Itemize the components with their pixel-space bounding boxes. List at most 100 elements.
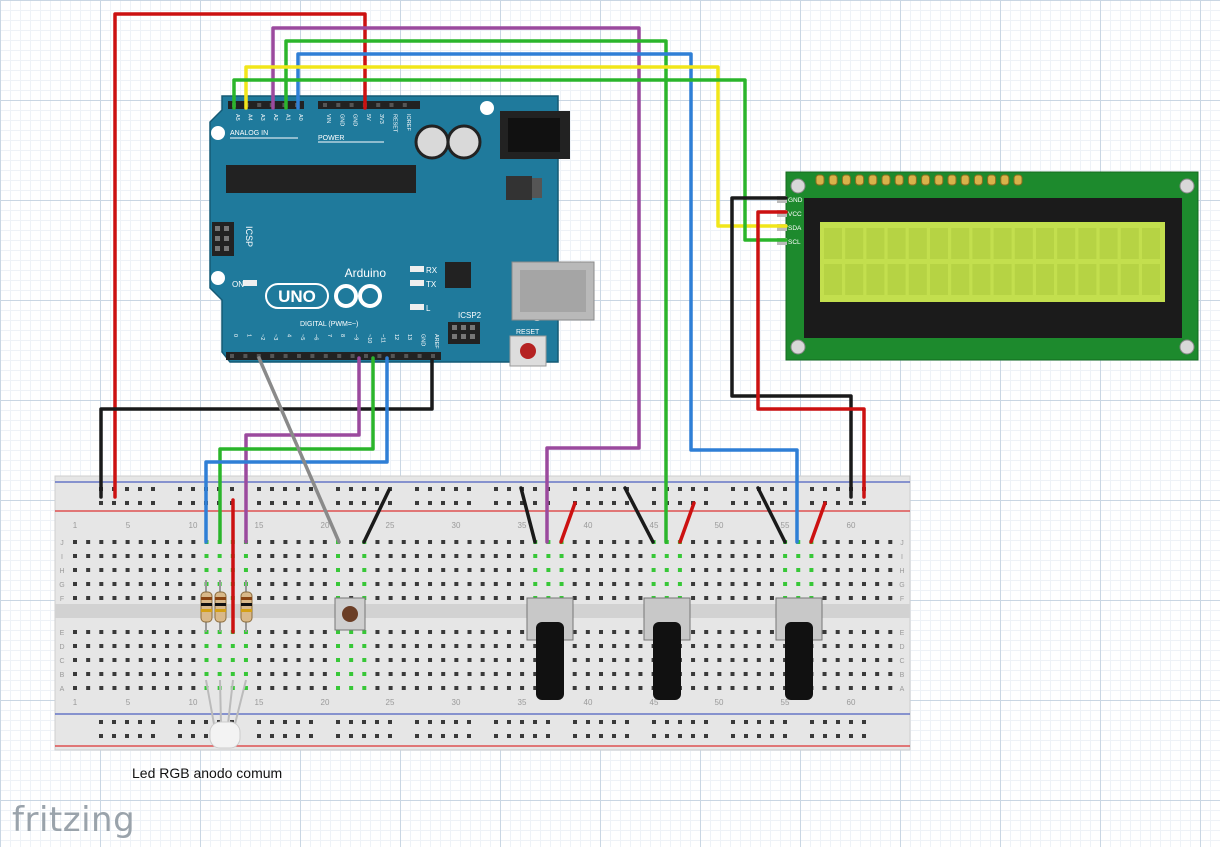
rail-hole — [283, 487, 287, 491]
breadboard-hole — [270, 582, 275, 586]
breadboard-hole — [743, 596, 748, 600]
breadboard-hole — [401, 672, 406, 676]
breadboard-hole — [414, 568, 419, 572]
breadboard-hole — [454, 630, 459, 634]
breadboard-hole — [599, 554, 603, 558]
breadboard-hole — [388, 658, 393, 662]
breadboard-hole — [362, 686, 367, 690]
breadboard-hole — [401, 658, 406, 662]
lcd-char-cell — [887, 228, 906, 259]
push-button[interactable] — [334, 597, 366, 631]
rail-hole — [783, 720, 787, 724]
breadboard-hole — [336, 686, 340, 690]
rail-hole — [257, 734, 261, 738]
rail-hole — [757, 720, 761, 724]
potentiometer-2[interactable] — [643, 597, 691, 700]
resistor — [240, 580, 253, 632]
breadboard-hole — [217, 554, 222, 558]
rail-hole — [415, 720, 419, 724]
breadboard-hole — [112, 540, 117, 544]
breadboard-hole — [756, 658, 761, 662]
breadboard-hole — [388, 568, 393, 572]
breadboard-hole — [296, 644, 301, 648]
rail-hole — [191, 487, 195, 491]
breadboard-hole — [375, 630, 380, 634]
breadboard-hole — [822, 582, 827, 586]
breadboard-hole — [388, 672, 393, 676]
rail-hole — [652, 487, 656, 491]
breadboard-hole — [270, 686, 275, 690]
column-number: 25 — [386, 521, 395, 530]
breadboard-hole — [730, 596, 735, 600]
rail-hole — [691, 720, 695, 724]
breadboard-hole — [428, 672, 433, 676]
breadboard-hole — [283, 686, 288, 690]
power-pin-label: 5V — [365, 114, 371, 121]
breadboard-hole — [270, 596, 275, 600]
on-led — [243, 280, 257, 286]
digital-pin-label: 8 — [339, 334, 345, 337]
breadboard-hole — [125, 582, 130, 586]
wire-pot1-gnd-black — [519, 486, 537, 544]
breadboard-hole — [336, 582, 340, 586]
breadboard-hole — [506, 672, 511, 676]
rail-hole — [309, 487, 313, 491]
column-number: 20 — [321, 698, 330, 707]
breadboard-hole — [599, 596, 603, 600]
breadboard-hole — [520, 630, 525, 634]
breadboard-hole — [572, 644, 577, 648]
lcd-char-cell — [1036, 228, 1054, 259]
breadboard-hole — [270, 554, 275, 558]
digital-pin-label: 7 — [326, 334, 332, 337]
breadboard-hole — [625, 568, 630, 572]
breadboard-hole — [217, 644, 222, 648]
rail-hole — [138, 501, 142, 505]
potentiometer-1[interactable] — [526, 597, 574, 700]
breadboard-hole — [375, 658, 380, 662]
breadboard-hole — [848, 630, 853, 634]
wire-a0-blue — [296, 52, 799, 544]
rail-hole — [533, 720, 537, 724]
analog-pin-label: A4 — [247, 114, 253, 121]
rail-hole — [731, 720, 735, 724]
rail-hole — [99, 501, 103, 505]
icsp2-pin — [452, 334, 457, 339]
breadboard-hole — [204, 658, 209, 662]
breadboard-hole — [336, 568, 340, 572]
rail-hole — [309, 734, 313, 738]
breadboard-hole — [848, 686, 853, 690]
rail-hole — [112, 734, 116, 738]
breadboard-hole — [125, 686, 130, 690]
rail-hole — [415, 501, 419, 505]
lcd-char-cell — [951, 264, 970, 295]
breadboard-hole — [322, 644, 327, 648]
breadboard-hole — [73, 630, 77, 634]
potentiometer-3[interactable] — [775, 597, 823, 700]
breadboard-hole — [388, 540, 393, 544]
rail-hole — [454, 487, 458, 491]
rail-hole — [652, 501, 656, 505]
breadboard-hole — [730, 672, 735, 676]
icsp2-pin — [452, 325, 457, 330]
breadboard-hole — [467, 568, 472, 572]
breadboard-hole — [138, 658, 143, 662]
breadboard-hole — [99, 582, 104, 586]
breadboard-hole — [454, 644, 459, 648]
breadboard-hole — [717, 540, 722, 544]
breadboard-hole — [704, 568, 709, 572]
breadboard-hole — [467, 582, 472, 586]
rail-hole — [428, 720, 432, 724]
column-number: 50 — [715, 698, 724, 707]
breadboard-hole — [362, 554, 367, 558]
breadboard-hole — [638, 554, 643, 558]
breadboard-hole — [585, 686, 590, 690]
breadboard-hole — [625, 658, 630, 662]
icsp-pin — [224, 246, 229, 251]
lcd-header-pin — [907, 174, 917, 186]
breadboard-hole — [362, 644, 367, 648]
lcd-char-cell — [866, 228, 885, 259]
reset-button-cap[interactable] — [520, 343, 536, 359]
breadboard-hole — [835, 582, 840, 586]
rail-hole — [204, 720, 208, 724]
